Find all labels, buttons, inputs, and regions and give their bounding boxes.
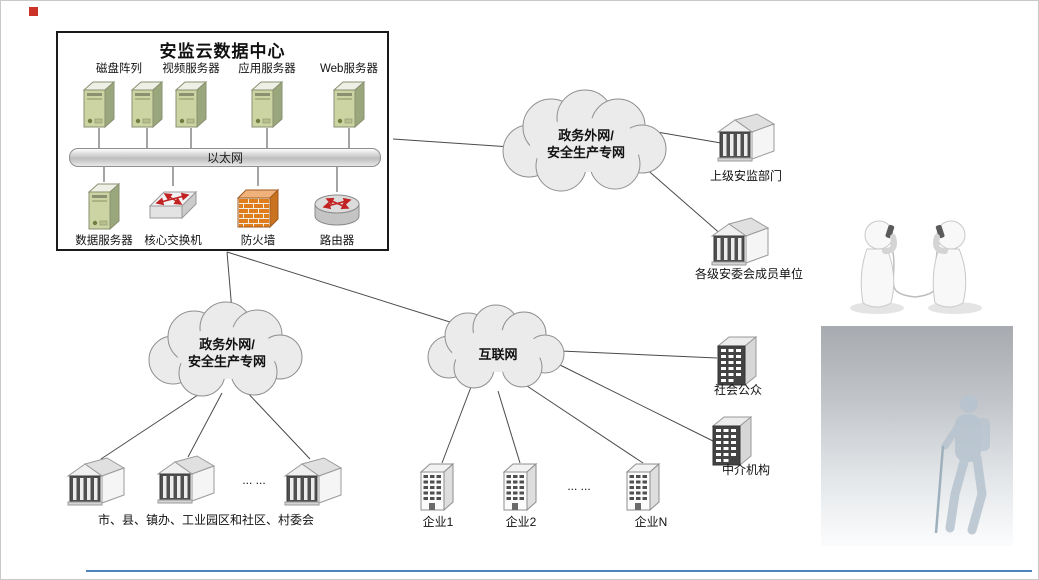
video-server-icon (173, 79, 209, 129)
label-video-server: 视频服务器 (162, 63, 220, 75)
enterprise-2-building-icon (501, 461, 541, 511)
cloud-gov-top (502, 89, 667, 192)
label-intermediary: 中介机构 (721, 463, 770, 477)
cloud-gov-bottom-label-line1: 政务外网/ (199, 337, 255, 352)
cloud-gov-top-label-line2: 安全生产专网 (546, 145, 625, 160)
disk-array-tower-1-icon (81, 79, 117, 129)
hiker-image (821, 326, 1013, 546)
ellipsis-grassroots: ... ... (242, 473, 266, 487)
cloud-gov-bottom (148, 301, 303, 397)
web-server-icon (331, 79, 367, 129)
label-web-server: Web服务器 (320, 63, 378, 75)
label-committee-units: 各级安委会成员单位 (694, 267, 803, 281)
label-app-server: 应用服务器 (238, 63, 296, 75)
router-icon (312, 191, 362, 229)
label-core-switch: 核心交换机 (144, 235, 202, 247)
grassroots-building-2-icon (155, 455, 217, 505)
firewall-icon (235, 185, 281, 229)
cloud-gov-top-label-line1: 政务外网/ (558, 128, 614, 143)
cloud-internet (427, 304, 565, 389)
label-firewall: 防火墙 (240, 235, 276, 247)
grassroots-building-3-icon (282, 457, 344, 507)
label-enterprise-n: 企业N (634, 515, 668, 529)
datacenter-title: 安监云数据中心 (159, 42, 286, 61)
enterprise-1-building-icon (418, 461, 458, 511)
committee-units-building-icon (709, 217, 771, 267)
disk-array-tower-2-icon (129, 79, 165, 129)
grassroots-building-1-icon (65, 457, 127, 507)
app-server-icon (249, 79, 285, 129)
ethernet-bus: 以太网 (69, 148, 381, 167)
label-enterprise-2: 企业2 (505, 515, 537, 529)
cloud-internet-label: 互联网 (478, 347, 518, 362)
label-grassroots: 市、县、镇办、工业园区和社区、村委会 (97, 513, 314, 527)
datacenter-box (56, 31, 389, 251)
intermediary-building-icon (709, 413, 757, 467)
label-superior-bureau: 上级安监部门 (709, 169, 782, 183)
ellipsis-enterprises: ... ... (567, 479, 591, 493)
cloud-gov-bottom-label-line2: 安全生产专网 (187, 354, 266, 369)
core-switch-icon (148, 185, 198, 229)
superior-bureau-building-icon (715, 113, 777, 163)
connection-lines (98, 128, 732, 464)
phone-figures-image (839, 209, 991, 317)
label-public: 社会公众 (713, 383, 762, 397)
enterprise-n-building-icon (624, 461, 664, 511)
label-enterprise-1: 企业1 (422, 515, 454, 529)
public-building-icon (714, 333, 762, 387)
data-server-icon (86, 181, 122, 231)
label-data-server: 数据服务器 (75, 235, 133, 247)
ethernet-label: 以太网 (206, 151, 243, 165)
slide-bottom-rule (86, 570, 1032, 572)
slide-corner-accent (29, 7, 38, 16)
label-router: 路由器 (319, 235, 355, 247)
label-disk-array: 磁盘阵列 (96, 63, 142, 75)
